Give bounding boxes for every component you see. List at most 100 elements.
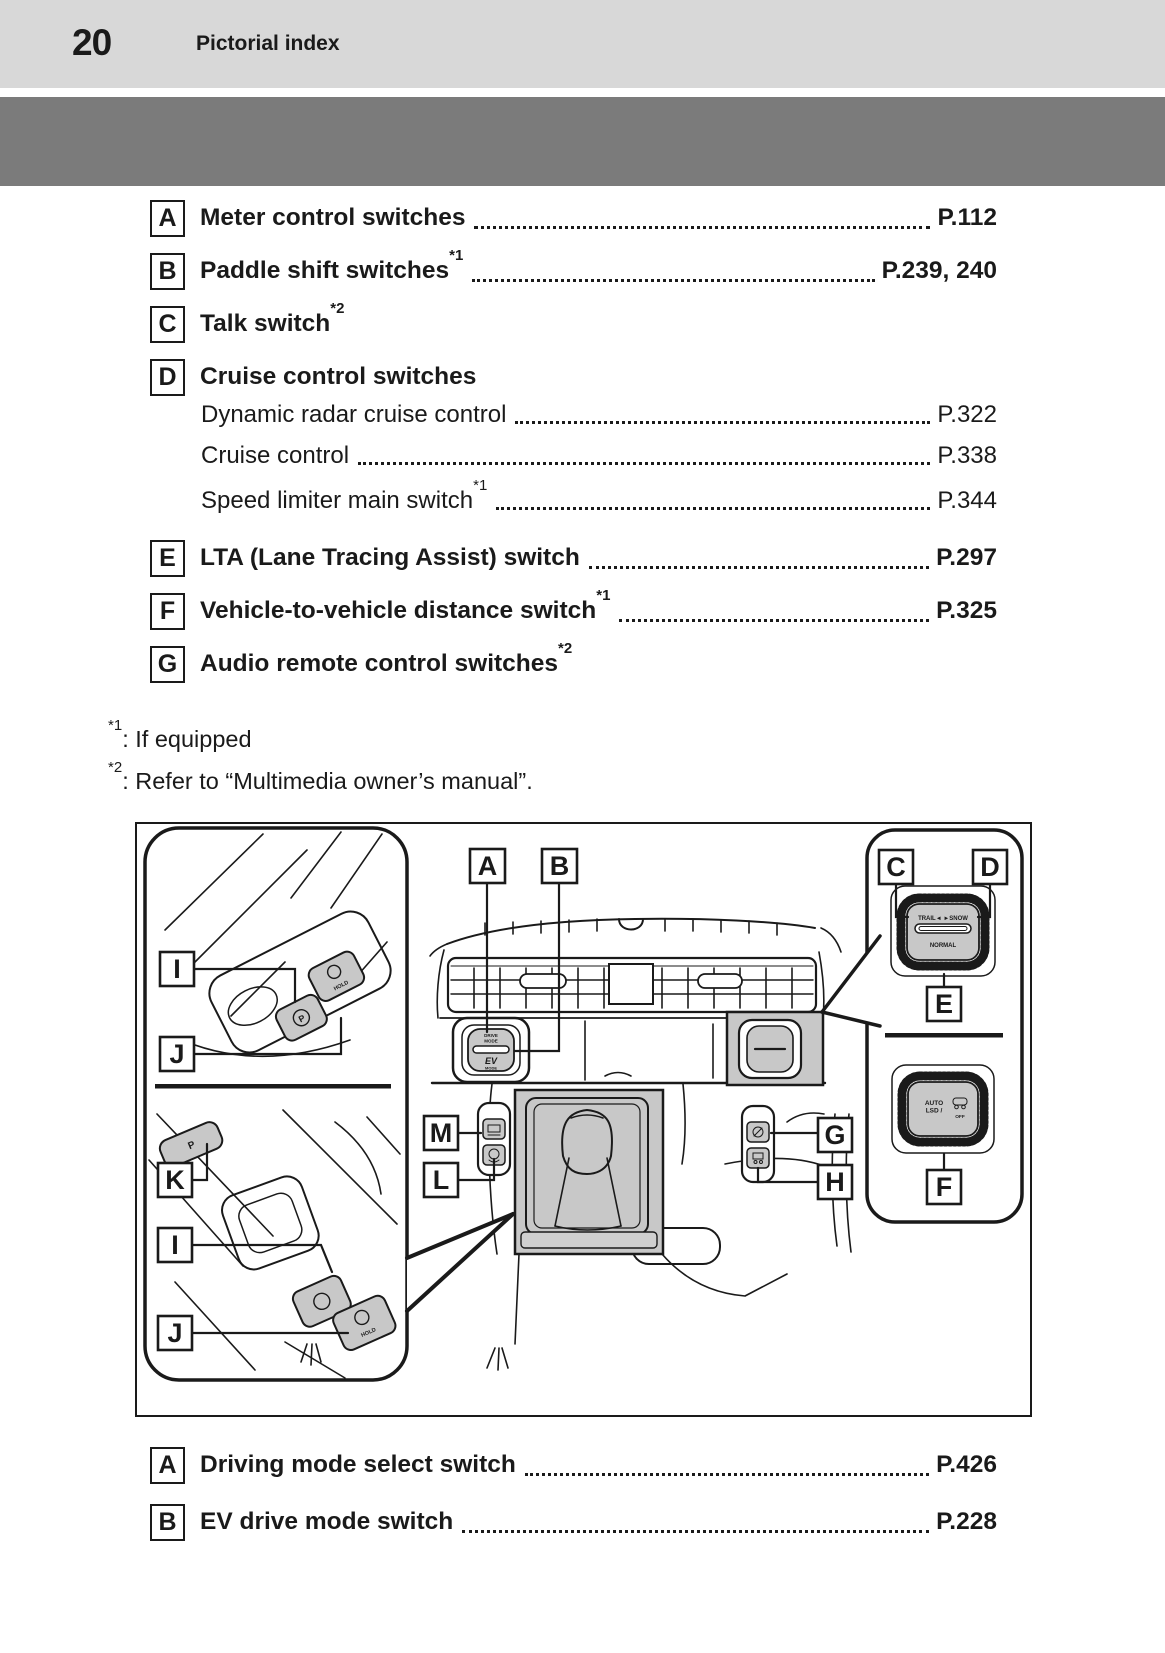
item-text: Cruise control switches (200, 363, 477, 390)
svg-text:E: E (935, 989, 953, 1019)
footnote-marker: *1 (108, 717, 123, 735)
right-detail-panel: TRAIL◄ ►SNOW NORMAL AUTO LSD / (820, 828, 1024, 1224)
drive-mode-select-dial: TRAIL◄ ►SNOW NORMAL (890, 885, 996, 977)
svg-text:I: I (173, 954, 181, 984)
pictorial-diagram: P HOLD P (135, 822, 1032, 1422)
index-row-d: D Cruise control switches (108, 358, 997, 396)
dot-leader (474, 226, 931, 229)
footnote-text: : If equipped (122, 726, 252, 752)
callout-J-top: J (158, 1035, 196, 1073)
callout-F: F (925, 1168, 963, 1206)
callout-B: B (540, 847, 579, 885)
section-divider-band (0, 97, 1165, 186)
svg-text:L: L (433, 1165, 450, 1195)
svg-text:K: K (165, 1165, 185, 1195)
callout-I-bottom: I (156, 1226, 194, 1264)
callout-boxes: A B C D E F G H I J K I J M L (156, 847, 1009, 1352)
index-row-g: G Audio remote control switches*2 (108, 641, 997, 683)
item-text: Cruise control (201, 442, 350, 469)
auto-lsd-dial: AUTO LSD / OFF (891, 1064, 995, 1154)
shift-lever-area (513, 1088, 665, 1256)
drive-mode-label2: MODE (484, 1039, 498, 1044)
svg-text:B: B (550, 851, 570, 881)
callout-letter: A (150, 1446, 185, 1484)
drive-mode-ev-switch: DRIVE MODE EV MODE (451, 1016, 531, 1084)
item-text: Speed limiter main switch (201, 487, 474, 514)
callout-D: D (971, 848, 1009, 886)
index-row-f: F Vehicle-to-vehicle distance switch*1 P… (108, 588, 997, 630)
footnote-2: *2: Refer to “Multimedia owner’s manual”… (108, 760, 997, 794)
callout-M: M (422, 1114, 460, 1152)
item-text: Audio remote control switches (200, 650, 559, 677)
ev-label: EV (485, 1056, 498, 1066)
page-ref: P.228 (936, 1508, 997, 1535)
page-ref: P.344 (937, 487, 997, 514)
index-list-bottom: A Driving mode select switch P.426 B EV … (108, 1446, 997, 1557)
item-text: LTA (Lane Tracing Assist) switch (200, 544, 580, 571)
trail-snow-label: TRAIL◄ ►SNOW (918, 916, 968, 922)
right-console-switches (740, 1104, 776, 1184)
dot-leader (515, 421, 931, 424)
audio-control-icon (752, 1126, 764, 1138)
callout-letter: F (150, 592, 185, 630)
page-header: 20 Pictorial index (0, 0, 1165, 88)
park-icon: P (297, 1013, 307, 1025)
callout-G: G (816, 1116, 854, 1154)
mirror-fold-icon (487, 1124, 501, 1133)
callout-K: K (156, 1161, 194, 1199)
section-title: Pictorial index (196, 32, 340, 55)
item-text: Vehicle-to-vehicle distance switch (200, 597, 597, 624)
item-text: Dynamic radar cruise control (201, 401, 507, 428)
callout-letter: G (150, 645, 185, 683)
svg-text:A: A (478, 851, 498, 881)
normal-label: NORMAL (930, 943, 957, 949)
park-button: P (158, 1121, 224, 1168)
auto-label: AUTO (925, 1100, 943, 1107)
callout-letter: B (150, 1503, 185, 1541)
svg-text:C: C (886, 852, 906, 882)
index-row-e: E LTA (Lane Tracing Assist) switch P.297 (108, 539, 997, 577)
dot-leader (472, 279, 875, 282)
footnote-text: : Refer to “Multimedia owner’s manual”. (122, 768, 533, 794)
index-row-a: A Meter control switches P.112 (108, 199, 997, 237)
footnote-ref: *1 (449, 246, 464, 264)
dot-leader (496, 507, 931, 510)
footnote-ref: *1 (473, 477, 488, 494)
callout-letter: A (150, 199, 185, 237)
footnote-marker: *2 (108, 759, 123, 777)
park-icon: P (186, 1139, 197, 1152)
svg-text:F: F (936, 1172, 953, 1202)
callout-letter: D (150, 358, 185, 396)
callout-I-top: I (158, 950, 196, 988)
item-text: Meter control switches (200, 204, 466, 231)
index-subrow: Speed limiter main switch*1 P.344 (108, 478, 997, 515)
footnote-ref: *2 (558, 639, 573, 657)
dot-leader (588, 566, 930, 569)
callout-H: H (816, 1163, 854, 1201)
footnote-ref: *1 (596, 586, 611, 604)
footnote-ref: *2 (330, 299, 345, 317)
svg-text:I: I (171, 1230, 179, 1260)
page-ref: P.325 (936, 597, 997, 624)
svg-text:H: H (825, 1167, 845, 1197)
index-row-b2: B EV drive mode switch P.228 (108, 1503, 997, 1541)
talk-switch-icon (752, 1152, 764, 1160)
drive-mode-label: DRIVE (484, 1033, 498, 1038)
index-row-c: C Talk switch*2 (108, 301, 997, 343)
dot-leader (358, 462, 931, 465)
item-text: Talk switch (200, 310, 331, 337)
callout-J-bottom: J (156, 1314, 194, 1352)
svg-text:G: G (824, 1120, 845, 1150)
page-ref: P.239, 240 (881, 257, 997, 284)
svg-text:D: D (980, 852, 1000, 882)
index-subrow: Cruise control P.338 (108, 442, 997, 470)
callout-L: L (422, 1161, 460, 1199)
callout-letter: E (150, 539, 185, 577)
svg-text:J: J (169, 1039, 184, 1069)
highlighted-switch-area (725, 1010, 825, 1087)
index-row-a2: A Driving mode select switch P.426 (108, 1446, 997, 1484)
lsd-label: LSD / (926, 1108, 943, 1115)
index-subrow: Dynamic radar cruise control P.322 (108, 401, 997, 429)
callout-letter: C (150, 305, 185, 343)
